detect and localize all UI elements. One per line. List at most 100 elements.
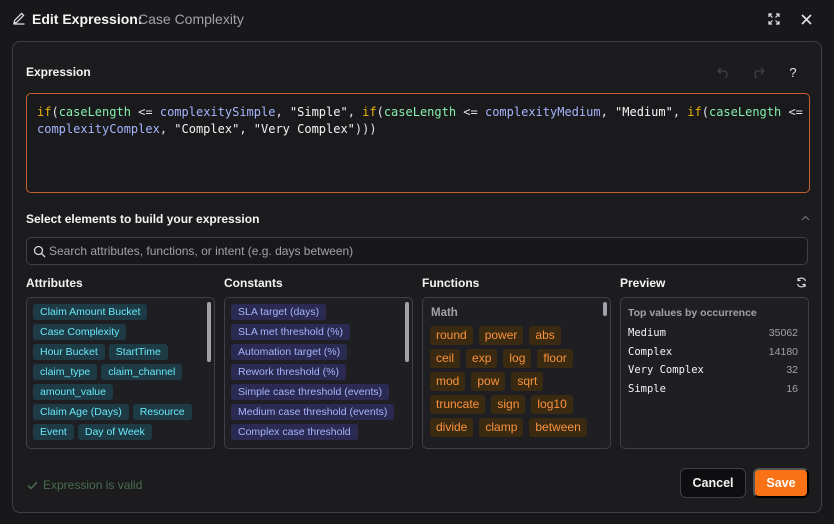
attribute-chip[interactable]: claim_channel: [101, 364, 183, 380]
preview-heading: Preview: [620, 276, 666, 290]
preview-title: Top values by occurrence: [628, 307, 757, 319]
constant-chip[interactable]: Automation target (%): [231, 344, 348, 360]
search-icon: [33, 245, 46, 258]
pencil-icon: [13, 12, 25, 25]
expression-token: "Complex": [174, 122, 240, 136]
expression-token: "Simple": [289, 105, 348, 119]
element-search: [26, 237, 808, 265]
redo-icon: [753, 67, 765, 78]
preview-count: 14180: [768, 345, 798, 358]
cancel-button[interactable]: Cancel: [680, 468, 746, 498]
function-chip[interactable]: divide: [430, 418, 474, 437]
expression-token: <=: [130, 105, 160, 119]
attributes-scrollbar[interactable]: [207, 302, 211, 362]
expression-token: "Medium": [615, 105, 673, 119]
function-chip[interactable]: pow: [471, 372, 506, 391]
expression-token: ,: [239, 122, 254, 136]
function-chip[interactable]: log10: [531, 395, 573, 414]
chevron-up-icon: [801, 215, 809, 221]
attribute-chip[interactable]: StartTime: [108, 344, 168, 360]
expression-token: ))): [354, 122, 377, 136]
expression-token: (: [701, 105, 709, 119]
function-chip[interactable]: power: [478, 326, 524, 345]
function-chip[interactable]: exp: [466, 349, 498, 368]
function-chip[interactable]: ceil: [430, 349, 461, 368]
expression-token: caseLength: [58, 105, 131, 119]
attribute-chip[interactable]: amount_value: [33, 384, 113, 400]
constant-chip[interactable]: Complex case threshold: [231, 424, 358, 440]
expression-token: <=: [781, 105, 803, 119]
expand-icon: [768, 13, 780, 25]
constant-chip[interactable]: SLA target (days): [231, 304, 327, 320]
dialog-subtitle: Case Complexity: [138, 11, 244, 27]
expression-token: (: [51, 105, 59, 119]
expression-token: caseLength: [708, 105, 782, 119]
preview-count: 35062: [768, 327, 798, 340]
expression-label: Expression: [26, 65, 91, 79]
validation-text: Expression is valid: [43, 478, 143, 492]
function-chip[interactable]: sqrt: [511, 372, 544, 391]
attribute-chip[interactable]: Hour Bucket: [33, 344, 105, 360]
function-chip[interactable]: round: [430, 326, 473, 345]
attribute-chip[interactable]: Case Complexity: [33, 324, 127, 340]
expression-token: (: [376, 105, 384, 119]
expression-token: ,: [347, 105, 363, 119]
function-chip[interactable]: abs: [529, 326, 561, 345]
attribute-chip[interactable]: Event: [33, 424, 74, 440]
preview-value: Complex: [628, 345, 673, 358]
function-chip[interactable]: sign: [491, 395, 526, 414]
constant-chip[interactable]: SLA met threshold (%): [231, 324, 351, 340]
refresh-icon: [796, 277, 806, 287]
function-chip[interactable]: clamp: [479, 418, 524, 437]
function-chip[interactable]: truncate: [430, 395, 486, 414]
preview-row: Complex 14180: [628, 343, 798, 362]
expression-token: if: [362, 105, 377, 119]
constant-chip[interactable]: Simple case threshold (events): [231, 384, 390, 400]
expression-panel: Expression ? if(caseLength <= complexity…: [12, 41, 822, 513]
expression-token: <=: [456, 105, 485, 119]
function-chip[interactable]: floor: [537, 349, 573, 368]
expression-editor[interactable]: if(caseLength <= complexitySimple, "Simp…: [26, 93, 810, 193]
expression-token: "Very Complex": [253, 122, 355, 136]
function-chip[interactable]: between: [529, 418, 587, 437]
close-button[interactable]: [797, 10, 815, 28]
attribute-chip[interactable]: Day of Week: [77, 424, 152, 440]
collapse-builder-button[interactable]: [795, 208, 815, 228]
preview-value: Simple: [628, 382, 666, 395]
expression-token: ,: [275, 105, 290, 119]
maximize-button[interactable]: [765, 10, 783, 28]
function-chip[interactable]: log: [503, 349, 532, 368]
builder-label: Select elements to build your expression: [26, 212, 260, 226]
constant-chip[interactable]: Medium case threshold (events): [231, 404, 395, 420]
function-category: Math: [431, 307, 458, 319]
attribute-chip[interactable]: Claim Age (Days): [33, 404, 129, 420]
expression-token: caseLength: [383, 105, 457, 119]
expression-token: complexityComplex: [37, 122, 160, 136]
expression-token: if: [687, 105, 702, 119]
functions-scrollbar[interactable]: [603, 302, 607, 316]
preview-value: Very Complex: [628, 364, 704, 377]
help-icon: ?: [789, 64, 797, 80]
refresh-preview-button[interactable]: [791, 272, 811, 292]
attribute-chip[interactable]: Resource: [132, 404, 192, 420]
save-button[interactable]: Save: [753, 468, 809, 498]
preview-count: 16: [786, 382, 798, 395]
search-input[interactable]: [49, 238, 789, 264]
dialog-title: Edit Expression:: [32, 11, 143, 27]
check-icon: [27, 480, 38, 490]
attribute-chip[interactable]: Claim Amount Bucket: [33, 304, 148, 320]
constant-chip[interactable]: Rework threshold (%): [231, 364, 346, 380]
constants-scrollbar[interactable]: [405, 302, 409, 362]
attribute-chip[interactable]: claim_type: [33, 364, 98, 380]
redo-button[interactable]: [748, 62, 768, 82]
preview-row: Simple 16: [628, 380, 798, 399]
function-chip[interactable]: mod: [430, 372, 466, 391]
undo-button[interactable]: [713, 62, 733, 82]
expression-token: complexitySimple: [159, 105, 276, 119]
help-button[interactable]: ?: [783, 62, 803, 82]
